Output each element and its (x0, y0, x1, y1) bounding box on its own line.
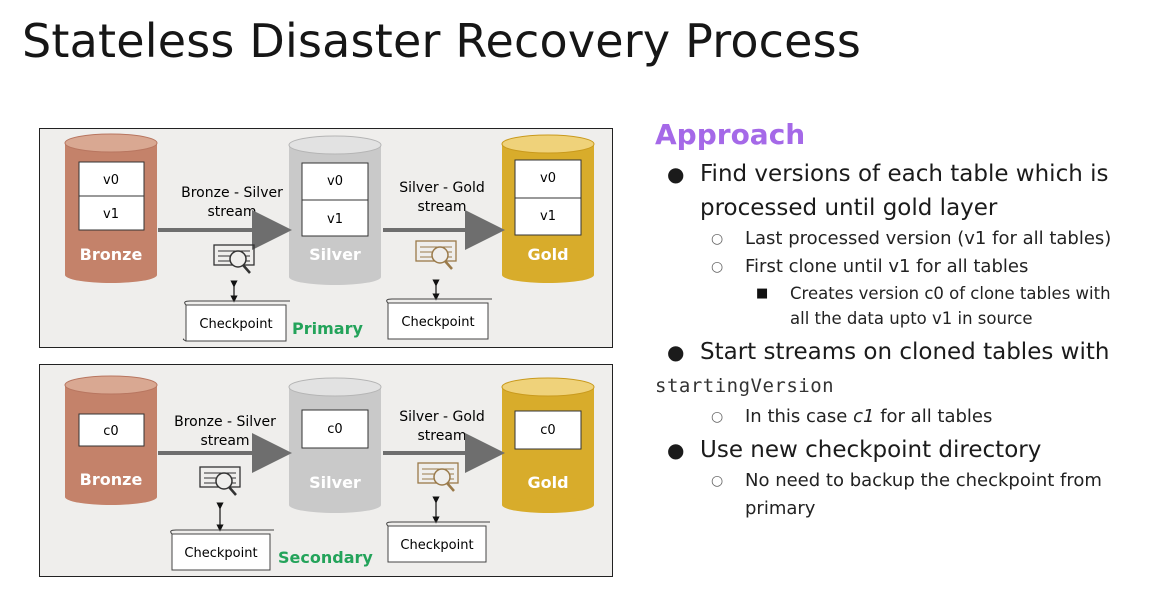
gold-cylinder-icon: c0 Gold (501, 377, 595, 513)
approach-section: Approach ● Find versions of each table w… (655, 118, 1155, 523)
sub-sub-bullet-creates-version: ■ Creates version c0 of clone tables wit… (655, 281, 1155, 331)
silver-version-0: v0 (327, 174, 343, 189)
bullet-new-checkpoint: ● Use new checkpoint directory (655, 433, 1155, 467)
stream-search-icon (213, 244, 255, 274)
starting-version-code: startingVersion (655, 375, 835, 397)
stream2-label-line1: Silver - Gold (399, 180, 484, 196)
checkpoint1-label: Checkpoint (184, 546, 257, 561)
bullet-square-icon: ■ (756, 286, 769, 301)
secondary-panel: c0 Bronze c0 Silver c0 Gold Bronze - Sil… (39, 364, 613, 577)
bullet-disc-icon: ● (667, 438, 685, 462)
stream1-label-line1: Bronze - Silver (174, 414, 276, 430)
silver-version-0: c0 (327, 422, 342, 437)
silver-cylinder-icon: v0 v1 Silver (288, 135, 382, 285)
stream2-label-line1: Silver - Gold (399, 409, 484, 425)
silver-label: Silver (309, 245, 361, 264)
gold-cylinder-icon: v0 v1 Gold (501, 134, 595, 283)
primary-site-label: Primary (292, 319, 363, 338)
primary-panel: v0 v1 Bronze v0 v1 Silver v0 v1 Gold (39, 128, 613, 348)
sub-bullet-last-processed: ○ Last processed version (v1 for all tab… (655, 225, 1155, 253)
bullet-circle-icon: ○ (711, 259, 724, 275)
sub-bullet-no-backup: ○ No need to backup the checkpoint from … (655, 467, 1155, 523)
checkpoint-scroll-icon: Checkpoint (170, 529, 274, 571)
bullet-start-streams: ● Start streams on cloned tables with st… (655, 335, 1155, 403)
bullet-circle-icon: ○ (711, 231, 724, 247)
gold-version-0: v0 (540, 171, 556, 186)
checkpoint-scroll-icon: Checkpoint (386, 298, 492, 340)
approach-heading: Approach (655, 118, 806, 151)
stream-search-icon (417, 462, 459, 492)
bronze-label: Bronze (80, 245, 143, 264)
bronze-version-0: v0 (103, 173, 119, 188)
page-title: Stateless Disaster Recovery Process (22, 14, 861, 68)
stream1-label-line1: Bronze - Silver (181, 185, 283, 201)
bullet-disc-icon: ● (667, 340, 685, 364)
bronze-version-1: v1 (103, 207, 119, 222)
checkpoint-scroll-icon: Checkpoint (386, 521, 490, 563)
checkpoint1-label: Checkpoint (199, 317, 272, 332)
stream1-label-line2: stream (207, 204, 256, 220)
checkpoint-scroll-icon: Checkpoint (182, 300, 290, 342)
bullet-disc-icon: ● (667, 162, 685, 186)
silver-version-1: v1 (327, 212, 343, 227)
bullet-circle-icon: ○ (711, 473, 724, 489)
gold-version-1: v1 (540, 209, 556, 224)
stream1-label-line2: stream (200, 433, 249, 449)
gold-label: Gold (527, 473, 568, 492)
stream-search-icon (415, 240, 457, 270)
stream2-label-line2: stream (417, 199, 466, 215)
bronze-cylinder-icon: c0 Bronze (64, 375, 158, 505)
secondary-site-label: Secondary (278, 548, 373, 567)
silver-cylinder-icon: c0 Silver (288, 377, 382, 513)
bullet-circle-icon: ○ (711, 409, 724, 425)
checkpoint2-label: Checkpoint (401, 315, 474, 330)
bronze-cylinder-icon: v0 v1 Bronze (64, 133, 158, 283)
sub-bullet-first-clone: ○ First clone until v1 for all tables (655, 253, 1155, 281)
bullet-find-versions: ● Find versions of each table which is p… (655, 157, 1155, 225)
bronze-label: Bronze (80, 470, 143, 489)
bronze-version-0: c0 (103, 424, 118, 439)
stream-search-icon (199, 466, 241, 496)
silver-label: Silver (309, 473, 361, 492)
stream2-label-line2: stream (417, 428, 466, 444)
sub-bullet-in-this-case: ○ In this case c1 for all tables (655, 403, 1155, 431)
gold-version-0: c0 (540, 423, 555, 438)
checkpoint2-label: Checkpoint (400, 538, 473, 553)
gold-label: Gold (527, 245, 568, 264)
